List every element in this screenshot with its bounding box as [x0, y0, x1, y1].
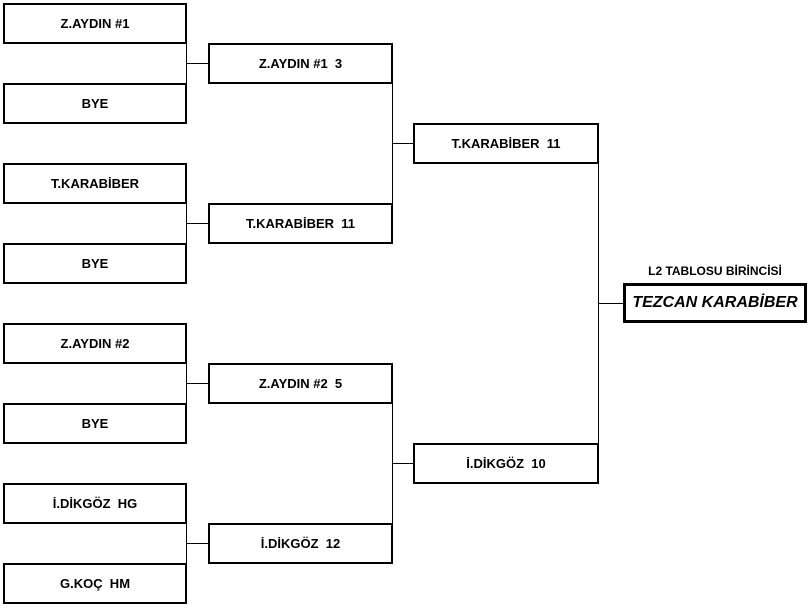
round1-slot-6: BYE	[3, 403, 187, 444]
connector-r1-c-stub	[186, 383, 208, 384]
round2-slot-1: Z.AYDIN #1 3	[208, 43, 393, 84]
round3-slot-2: İ.DİKGÖZ 10	[413, 443, 599, 484]
round1-slot-3: T.KARABİBER	[3, 163, 187, 204]
round1-slot-5: Z.AYDIN #2	[3, 323, 187, 364]
winner-caption: L2 TABLOSU BİRİNCİSİ	[648, 264, 782, 278]
connector-r1-d-stub	[186, 543, 208, 544]
connector-r1-a-stub	[186, 63, 208, 64]
connector-r1-b-stub	[186, 223, 208, 224]
connector-final-stub	[598, 303, 623, 304]
round2-slot-3: Z.AYDIN #2 5	[208, 363, 393, 404]
round2-slot-4: İ.DİKGÖZ 12	[208, 523, 393, 564]
round3-slot-1: T.KARABİBER 11	[413, 123, 599, 164]
connector-r2-a-stub	[392, 143, 413, 144]
round2-slot-2: T.KARABİBER 11	[208, 203, 393, 244]
round1-slot-8: G.KOÇ HM	[3, 563, 187, 604]
round1-slot-7: İ.DİKGÖZ HG	[3, 483, 187, 524]
round1-slot-4: BYE	[3, 243, 187, 284]
round1-slot-2: BYE	[3, 83, 187, 124]
connector-r2-b-stub	[392, 463, 413, 464]
winner-box: TEZCAN KARABİBER	[623, 283, 807, 323]
round1-slot-1: Z.AYDIN #1	[3, 3, 187, 44]
